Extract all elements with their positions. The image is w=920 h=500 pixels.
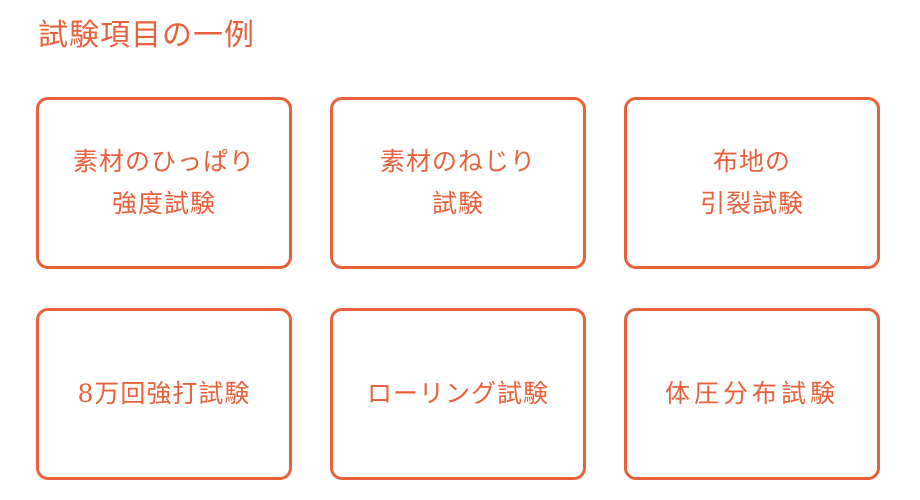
test-item-card-torsion: 素材のねじり 試験 xyxy=(330,97,586,269)
card-label: 布地の 引裂試験 xyxy=(699,147,804,218)
test-item-card-fabric-tear: 布地の 引裂試験 xyxy=(624,97,880,269)
test-item-card-pressure-distribution: 体圧分布試験 xyxy=(624,308,880,480)
card-label: ローリング試験 xyxy=(366,379,549,408)
page-title: 試験項目の一例 xyxy=(38,18,255,53)
card-label: 8万回強打試験 xyxy=(77,379,251,408)
test-item-card-tensile-strength: 素材のひっぱり 強度試験 xyxy=(36,97,292,269)
test-item-card-rolling: ローリング試験 xyxy=(330,308,586,480)
card-label: 素材のねじり 試験 xyxy=(379,147,536,218)
card-label: 体圧分布試験 xyxy=(664,379,839,408)
test-item-card-impact-80000: 8万回強打試験 xyxy=(36,308,292,480)
card-label: 素材のひっぱり 強度試験 xyxy=(72,147,255,218)
